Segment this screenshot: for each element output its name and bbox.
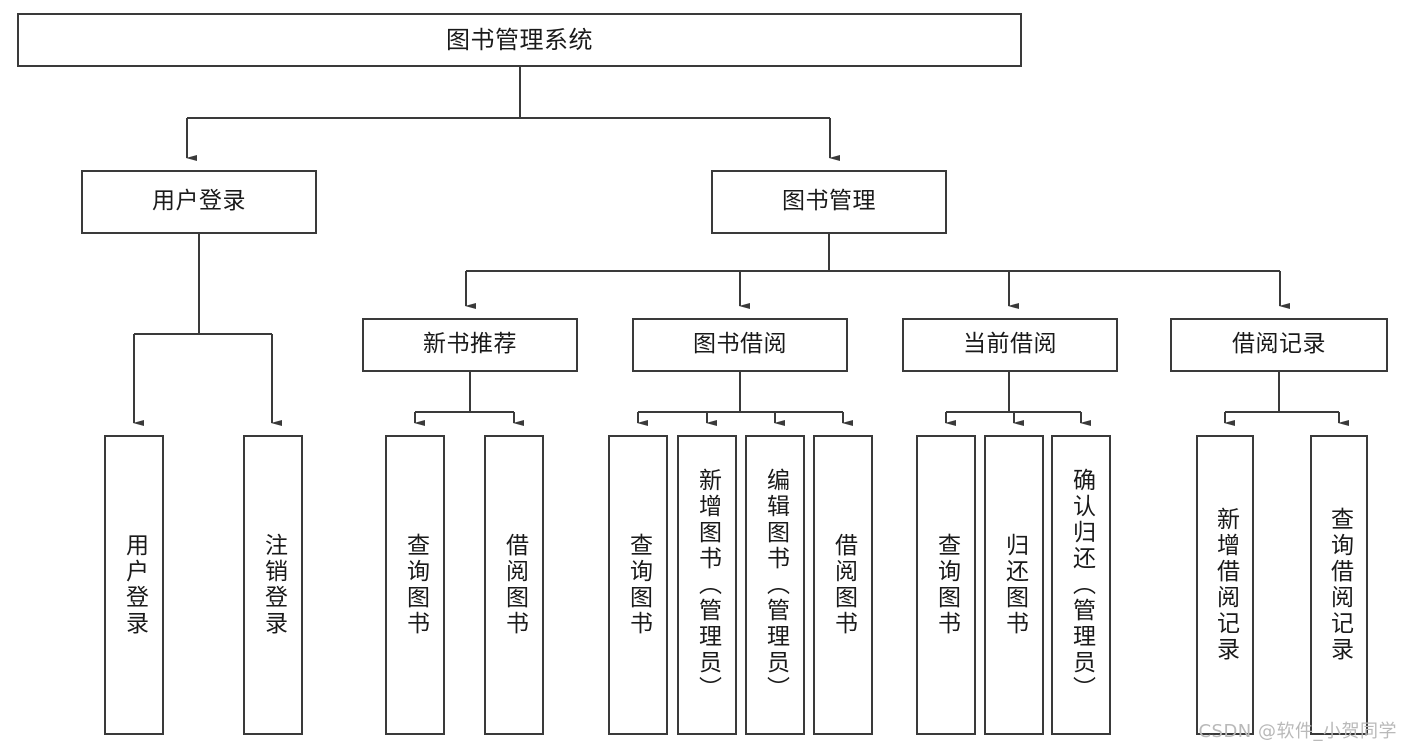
node-leaf-确认归还管理员[interactable]: 确认归还（管理员） (1051, 435, 1111, 735)
node-label: 借阅记录 (1232, 331, 1326, 358)
node-level3-当前借阅[interactable]: 当前借阅 (902, 318, 1118, 372)
node-level2-用户登录[interactable]: 用户登录 (81, 170, 317, 234)
node-label: 图书借阅 (693, 331, 787, 358)
node-label: 用户登录 (152, 188, 246, 215)
node-root-图书管理系统[interactable]: 图书管理系统 (17, 13, 1022, 67)
node-label: 借阅图书 (830, 533, 857, 637)
node-label: 图书管理系统 (446, 25, 593, 54)
node-label: 查询图书 (625, 533, 652, 637)
node-label: 当前借阅 (963, 331, 1057, 358)
node-leaf-查询图书[interactable]: 查询图书 (608, 435, 668, 735)
node-leaf-新增图书管理员[interactable]: 新增图书（管理员） (677, 435, 737, 735)
node-label: 注销登录 (260, 533, 287, 637)
node-label: 用户登录 (121, 533, 148, 637)
node-label: 新增图书（管理员） (694, 468, 721, 702)
node-label: 新增借阅记录 (1212, 507, 1239, 663)
node-label: 查询图书 (402, 533, 429, 637)
node-leaf-编辑图书管理员[interactable]: 编辑图书（管理员） (745, 435, 805, 735)
node-leaf-用户登录[interactable]: 用户登录 (104, 435, 164, 735)
node-leaf-查询图书[interactable]: 查询图书 (385, 435, 445, 735)
node-label: 确认归还（管理员） (1068, 468, 1095, 702)
node-leaf-借阅图书[interactable]: 借阅图书 (484, 435, 544, 735)
node-label: 借阅图书 (501, 533, 528, 637)
node-label: 查询借阅记录 (1326, 507, 1353, 663)
node-leaf-归还图书[interactable]: 归还图书 (984, 435, 1044, 735)
node-label: 编辑图书（管理员） (762, 468, 789, 702)
node-leaf-查询借阅记录[interactable]: 查询借阅记录 (1310, 435, 1368, 735)
node-level3-图书借阅[interactable]: 图书借阅 (632, 318, 848, 372)
node-level3-借阅记录[interactable]: 借阅记录 (1170, 318, 1388, 372)
connector-layer (132, 67, 1349, 426)
node-label: 新书推荐 (423, 331, 517, 358)
node-leaf-新增借阅记录[interactable]: 新增借阅记录 (1196, 435, 1254, 735)
node-label: 图书管理 (782, 188, 876, 215)
node-label: 查询图书 (933, 533, 960, 637)
node-leaf-借阅图书[interactable]: 借阅图书 (813, 435, 873, 735)
node-leaf-注销登录[interactable]: 注销登录 (243, 435, 303, 735)
node-label: 归还图书 (1001, 533, 1028, 637)
node-level3-新书推荐[interactable]: 新书推荐 (362, 318, 578, 372)
node-leaf-查询图书[interactable]: 查询图书 (916, 435, 976, 735)
node-level2-图书管理[interactable]: 图书管理 (711, 170, 947, 234)
